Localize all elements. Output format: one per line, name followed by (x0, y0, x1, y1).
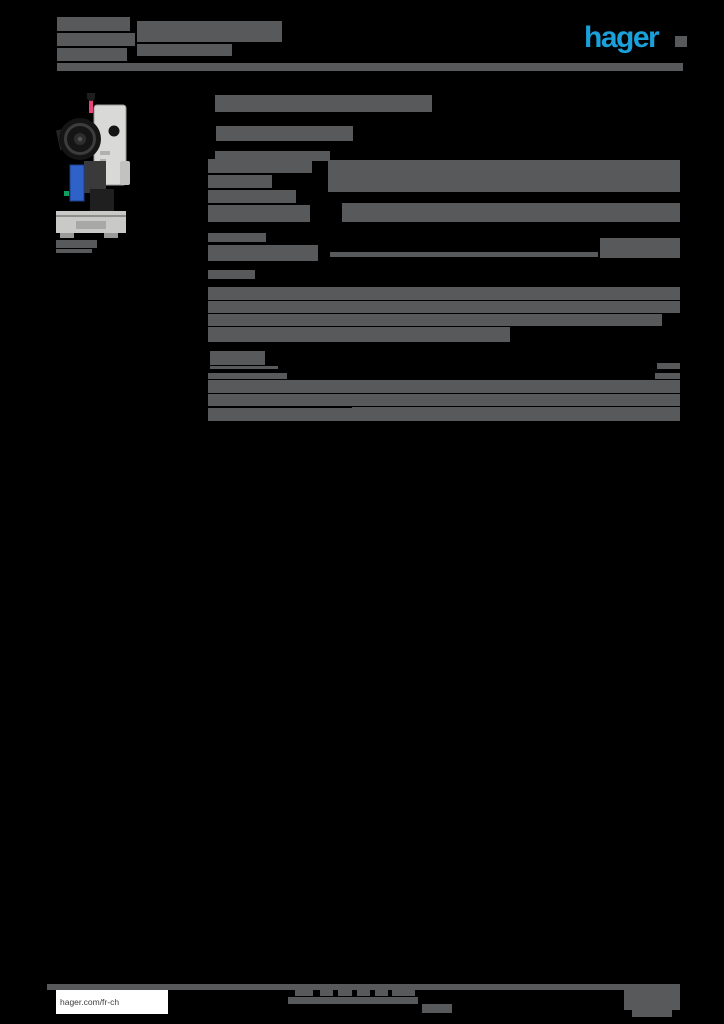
redacted-text-bar (288, 997, 418, 1004)
redacted-text-bar (328, 160, 680, 192)
redacted-text-bar (208, 373, 287, 379)
redacted-text-bar (392, 988, 415, 996)
redacted-text-bar (208, 380, 680, 393)
redacted-text-bar (375, 988, 388, 996)
hager-logo: hager (584, 21, 660, 54)
redacted-text-bar (137, 21, 282, 42)
redacted-text-bar (422, 1004, 452, 1013)
redacted-text-bar (632, 1010, 672, 1017)
redacted-text-bar (208, 408, 352, 421)
redacted-text-bar (215, 151, 330, 161)
redacted-text-bar (624, 990, 680, 1010)
redacted-text-bar (295, 988, 313, 996)
redacted-text-bar (208, 327, 510, 342)
redacted-text-bar (338, 988, 352, 996)
redacted-text-bar (357, 988, 370, 996)
blue-component (69, 164, 85, 202)
redacted-text-bar (210, 366, 278, 369)
redacted-text-bar (208, 245, 318, 261)
redacted-text-bar (208, 159, 312, 173)
redacted-text-bar (208, 314, 662, 326)
redacted-text-bar (56, 240, 97, 248)
redacted-text-bar (57, 63, 683, 71)
redacted-text-bar (330, 252, 598, 257)
redacted-text-bar (47, 984, 680, 990)
redacted-text-bar (56, 249, 92, 253)
redacted-text-bar (208, 175, 272, 188)
redacted-text-bar (208, 270, 255, 279)
product-image (56, 93, 130, 238)
redacted-text-bar (208, 233, 266, 242)
redacted-text-bar (675, 36, 687, 47)
redacted-text-bar (208, 190, 296, 203)
redacted-text-bar (57, 33, 135, 46)
footer-link-box: hager.com/fr-ch (56, 990, 168, 1014)
redacted-text-bar (600, 238, 680, 258)
footer-url-link[interactable]: hager.com/fr-ch (60, 997, 120, 1007)
redacted-text-bar (352, 407, 680, 421)
redacted-text-bar (655, 373, 680, 379)
redacted-text-bar (320, 988, 333, 996)
redacted-text-bar (342, 203, 680, 222)
redacted-text-bar (57, 17, 130, 31)
redacted-text-bar (215, 95, 432, 112)
redacted-text-bar (208, 394, 680, 406)
redacted-text-bar (208, 301, 680, 313)
redacted-text-bar (657, 363, 680, 369)
redacted-text-bar (210, 351, 265, 365)
redacted-text-bar (216, 126, 353, 141)
redacted-text-bar (208, 205, 310, 222)
redacted-text-bar (57, 48, 127, 61)
redacted-text-bar (208, 287, 680, 300)
pink-wire (89, 97, 93, 113)
redacted-text-bar (137, 44, 232, 56)
